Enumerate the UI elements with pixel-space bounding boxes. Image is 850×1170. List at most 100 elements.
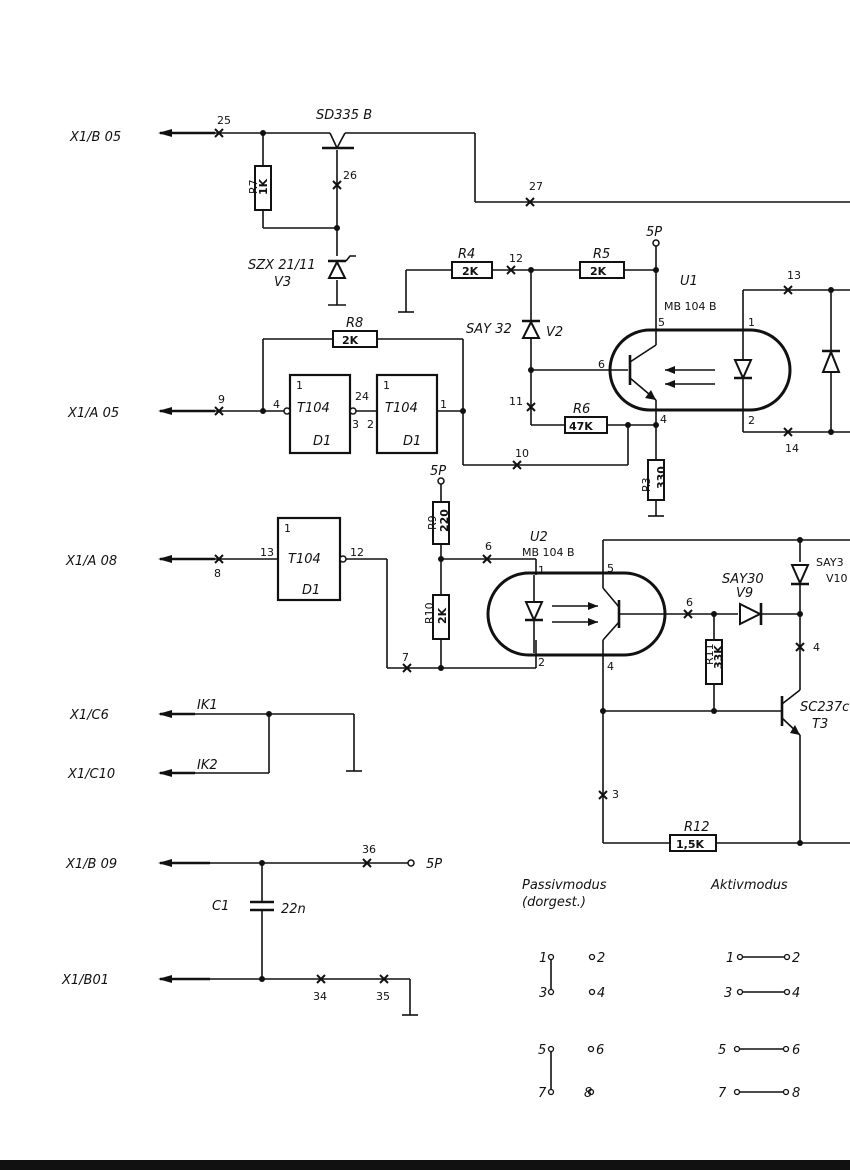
passive-n4: 4: [597, 986, 605, 1001]
tp-12: 12: [509, 252, 523, 265]
t3-pin4: 4: [813, 641, 820, 654]
r10-label: R10: [423, 602, 436, 624]
connector-label-a08: X1/A 08: [65, 554, 117, 569]
v2-label: V2: [546, 325, 563, 340]
d1-pin24: 24: [355, 390, 369, 403]
active-n2: 2: [792, 951, 800, 966]
v9-type: SAY30: [722, 572, 764, 587]
tp-26: 26: [343, 169, 357, 182]
r12-value: 1,5K: [676, 838, 704, 851]
d1c-pin1: 1: [284, 522, 291, 535]
r7-value: 1K: [257, 178, 270, 195]
connector-label-b05: X1/B 05: [69, 130, 121, 145]
d1b-label: D1: [403, 434, 421, 449]
tp-36: 36: [362, 843, 376, 856]
top-section-wiring: [215, 130, 850, 306]
passive-n8: 8: [584, 1086, 592, 1101]
u1-pin4: 4: [660, 413, 667, 426]
v2-type: SAY 32: [466, 322, 512, 337]
u2-label: U2: [530, 530, 548, 545]
tp-25: 25: [217, 114, 231, 127]
v10-label: V10: [826, 572, 848, 585]
u1-pin5: 5: [658, 316, 665, 329]
ik1-label: IK1: [197, 698, 218, 713]
connector-label-c10: X1/C10: [67, 767, 115, 782]
active-mode-title: Aktivmodus: [710, 878, 788, 893]
tp-11: 11: [509, 395, 523, 408]
connector-c6: X1/C6: [69, 708, 195, 723]
r6-label: R6: [573, 402, 590, 417]
d1c-chip: T104: [288, 552, 321, 567]
r12-label: R12: [684, 820, 710, 835]
connector-label-b09: X1/B 09: [65, 857, 117, 872]
d1a-chip: T104: [297, 401, 330, 416]
transistor-sd335b-label: SD335 B: [316, 108, 372, 123]
d1b-pin1-out: 1: [440, 398, 447, 411]
tp-35: 35: [376, 990, 390, 1003]
u1-pin2: 2: [748, 414, 755, 427]
r5-label: R5: [593, 247, 610, 262]
r10-value: 2K: [436, 607, 449, 624]
r4-label: R4: [458, 247, 475, 262]
connector-label-a05: X1/A 05: [67, 406, 119, 421]
tp-9: 9: [218, 393, 225, 406]
connector-a05: X1/A 05: [67, 406, 215, 421]
c1-value: 22n: [281, 902, 306, 917]
active-n1: 1: [726, 951, 734, 966]
r11-label: R11: [703, 643, 716, 665]
tp-6b: 6: [686, 596, 693, 609]
u2-type: MB 104 B: [522, 546, 575, 559]
connector-b01: X1/B01: [61, 973, 210, 988]
supply-u1-label: 5P: [646, 225, 662, 240]
r11-value: 33K: [712, 645, 725, 669]
t3-type: SC237c: [800, 700, 849, 715]
u2-section-wiring: [432, 477, 850, 852]
supply-c1-label: 5P: [426, 857, 442, 872]
r3-value: 330: [655, 466, 668, 489]
connector-label-b01: X1/B01: [61, 973, 109, 988]
passive-n3: 3: [539, 986, 547, 1001]
r4-value: 2K: [462, 265, 479, 278]
active-n7: 7: [718, 1086, 727, 1101]
u2-pin1: 1: [538, 564, 545, 577]
tp-6a: 6: [485, 540, 492, 553]
passive-mode-note: (dorgest.): [522, 895, 586, 910]
passive-mode-title: Passivmodus: [522, 878, 607, 893]
r9-value: 220: [438, 509, 451, 532]
u1-pin6: 6: [598, 358, 605, 371]
u1-label: U1: [680, 274, 698, 289]
connector-c10: X1/C10: [67, 767, 195, 782]
r3-label: R3: [640, 477, 653, 492]
r7-label: R7: [247, 179, 260, 194]
passive-n7: 7: [538, 1086, 547, 1101]
ik-wiring: [195, 711, 362, 774]
u1-type: MB 104 B: [664, 300, 717, 313]
d1a-pin4: 4: [273, 398, 280, 411]
supply-u2-label: 5P: [430, 464, 446, 479]
active-n3: 3: [724, 986, 732, 1001]
active-jumpers: [733, 953, 791, 1096]
tp-3: 3: [612, 788, 619, 801]
u2-pin2: 2: [538, 656, 545, 669]
c1-wiring: [210, 859, 418, 1016]
scan-border-bottom: [0, 1160, 850, 1170]
tp-34: 34: [313, 990, 327, 1003]
u2-pin4: 4: [607, 660, 614, 673]
d1-gates-wiring: [215, 330, 536, 669]
passive-jumpers: [547, 953, 596, 1096]
testpoint-markers: [214, 128, 805, 984]
active-n6: 6: [792, 1043, 800, 1058]
r9-label: R9: [426, 515, 439, 530]
r8-label: R8: [346, 316, 363, 331]
u1-pin1: 1: [748, 316, 755, 329]
d1-pin3: 3: [352, 418, 359, 431]
tp-8: 8: [214, 567, 221, 580]
connector-a08: X1/A 08: [65, 554, 215, 569]
active-n8: 8: [792, 1086, 800, 1101]
tp-14: 14: [785, 442, 799, 455]
r5-value: 2K: [590, 265, 607, 278]
u1-section-wiring: [398, 239, 850, 517]
passive-n5: 5: [538, 1043, 546, 1058]
d1c-label: D1: [302, 583, 320, 598]
